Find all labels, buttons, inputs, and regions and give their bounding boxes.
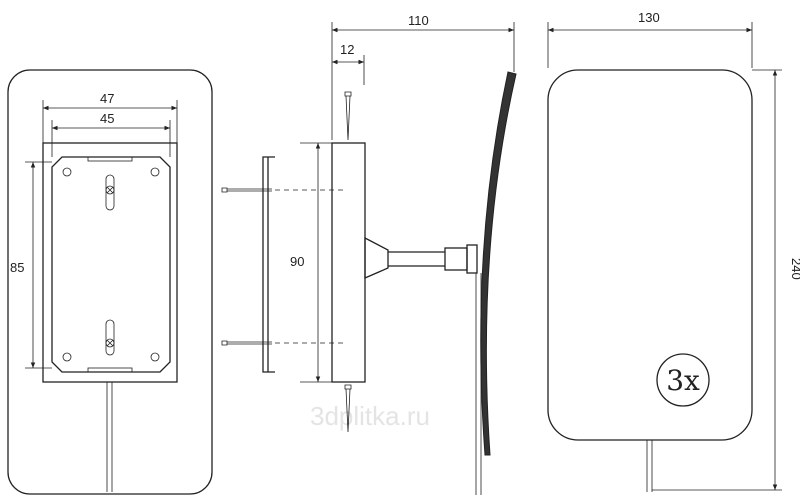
arm-rod xyxy=(388,251,445,267)
arm-hinge xyxy=(466,244,478,274)
mirror-front xyxy=(547,69,753,441)
front-view: 3x 130 240 xyxy=(547,10,800,492)
mounting-plate xyxy=(42,142,178,383)
dim-base-height: 90 xyxy=(290,254,304,269)
dim-mirror-width: 130 xyxy=(638,10,660,25)
dim-projection: 110 xyxy=(408,13,429,28)
arm-cone xyxy=(364,236,389,279)
dim-base-depth: 12 xyxy=(340,42,354,57)
dim-plate-inner-width: 45 xyxy=(100,111,114,126)
mirror-profile xyxy=(480,71,517,456)
alignment-lines xyxy=(275,189,345,344)
mounting-holes xyxy=(62,156,160,373)
back-view: 47 45 85 xyxy=(7,69,213,495)
watermark: 3dplitka.ru xyxy=(310,401,430,431)
dim-plate-height: 85 xyxy=(10,260,24,275)
cable xyxy=(106,382,113,492)
screws xyxy=(221,91,352,433)
side-view: 110 12 90 xyxy=(221,13,517,495)
mirror-back-outline xyxy=(7,69,213,495)
dim-plate-outer-width: 47 xyxy=(100,91,114,106)
magnification-label: 3x xyxy=(666,364,700,397)
arm-joint xyxy=(444,247,468,271)
magnification-badge xyxy=(656,353,710,407)
bracket xyxy=(51,156,171,373)
dim-mirror-height: 240 xyxy=(789,258,800,280)
wall-plate xyxy=(262,156,275,373)
wall-base xyxy=(331,142,366,383)
side-cable xyxy=(475,273,482,495)
front-cable xyxy=(646,440,653,492)
